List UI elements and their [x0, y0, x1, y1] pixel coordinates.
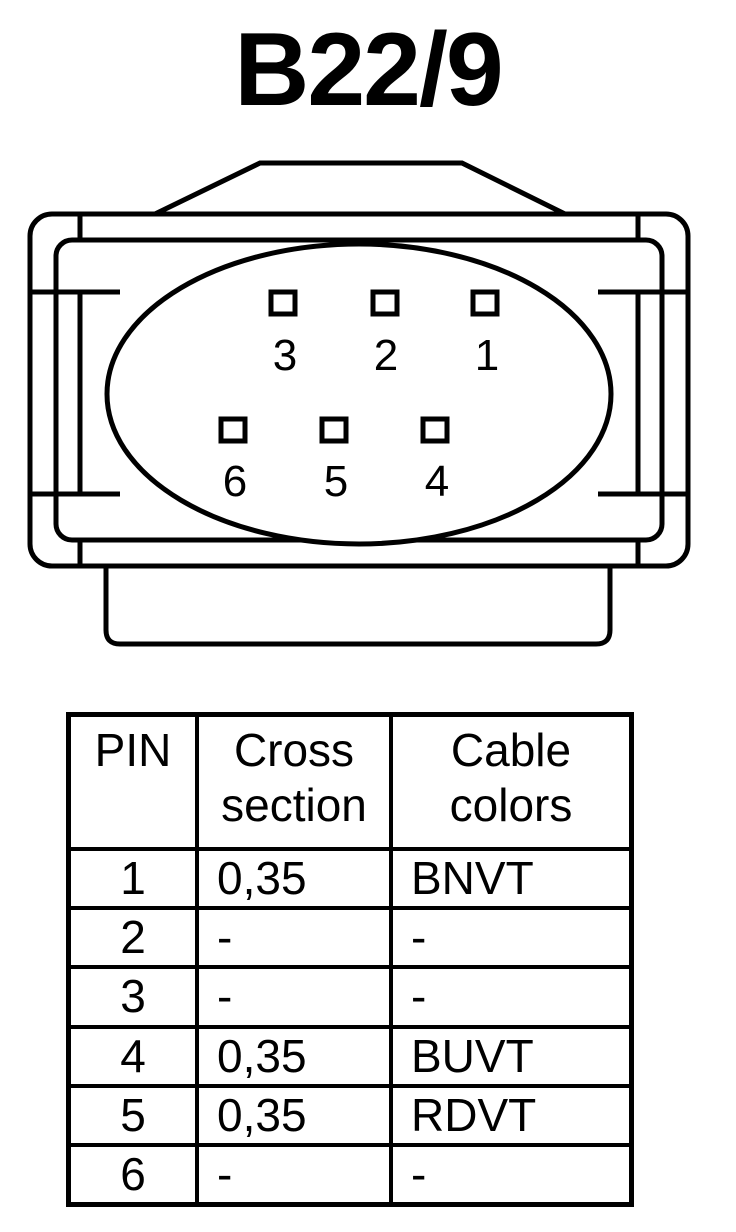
cell-pin: 4 [66, 1024, 199, 1088]
pin-label-2: 2 [374, 331, 398, 380]
table-row: 5 0,35 RDVT [66, 1083, 634, 1147]
pin-5-socket [319, 416, 349, 444]
connector-bottom-tab [103, 566, 613, 647]
header-pin: PIN [66, 712, 199, 851]
cell-pin: 2 [66, 906, 199, 970]
cell-pin: 1 [66, 846, 199, 911]
pin-6-socket [218, 416, 248, 444]
connector-diagram: 3 2 1 6 5 4 [27, 160, 691, 647]
header-cross-section: Cross section [195, 712, 393, 851]
cell-pin: 6 [66, 1142, 199, 1207]
pin-label-5: 5 [324, 457, 348, 506]
pin-label-4: 4 [425, 457, 449, 506]
pin-2-socket [370, 289, 400, 317]
cell-cross-section: - [195, 906, 393, 970]
cell-cable-color: - [389, 965, 634, 1029]
cell-cross-section: 0,35 [195, 1024, 393, 1088]
cell-cross-section: - [195, 965, 393, 1029]
cell-pin: 5 [66, 1083, 199, 1147]
pin-label-3: 3 [273, 331, 297, 380]
cell-cross-section: 0,35 [195, 846, 393, 911]
connector-latch [153, 160, 567, 217]
table-row: 4 0,35 BUVT [66, 1024, 634, 1088]
cell-pin: 3 [66, 965, 199, 1029]
cell-cable-color: BUVT [389, 1024, 634, 1088]
pin-assignment-table: PIN Cross section Cable colors 1 0,35 BN… [66, 712, 634, 1208]
header-cable-colors: Cable colors [389, 712, 634, 851]
pin-label-1: 1 [475, 331, 499, 380]
cell-cable-color: RDVT [389, 1083, 634, 1147]
table-row: 2 - - [66, 906, 634, 970]
cell-cable-color: - [389, 1142, 634, 1207]
connector-outer-housing [27, 211, 691, 569]
pin-3-socket [268, 289, 298, 317]
table-row: 6 - - [66, 1142, 634, 1207]
connector-face [104, 241, 614, 547]
table-header-row: PIN Cross section Cable colors [66, 712, 634, 851]
cell-cable-color: - [389, 906, 634, 970]
pin-4-socket [420, 416, 450, 444]
connector-title: B22/9 [234, 12, 504, 128]
table-row: 3 - - [66, 965, 634, 1029]
pin-label-6: 6 [223, 457, 247, 506]
table-row: 1 0,35 BNVT [66, 846, 634, 911]
cell-cross-section: 0,35 [195, 1083, 393, 1147]
cell-cross-section: - [195, 1142, 393, 1207]
pin-1-socket [470, 289, 500, 317]
cell-cable-color: BNVT [389, 846, 634, 911]
